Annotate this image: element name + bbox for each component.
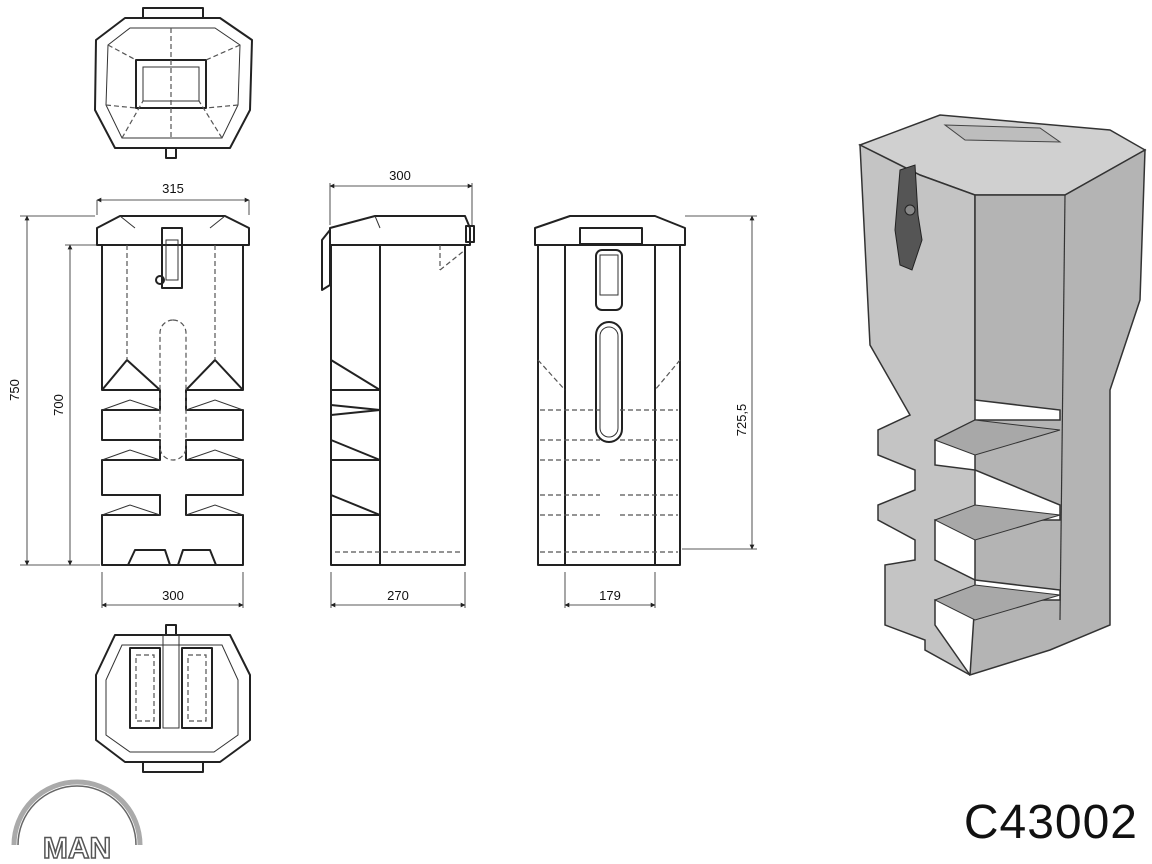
logo-text: MAN [43, 832, 111, 864]
dim-back-height: 725,5 [734, 404, 749, 437]
dim-front-bottom: 300 [162, 588, 184, 603]
dim-body-height: 700 [51, 394, 66, 416]
part-number: C43002 [963, 796, 1138, 849]
dim-front-top: 315 [162, 181, 184, 196]
dim-back-bottom: 179 [599, 588, 621, 603]
dimension-lines [20, 183, 757, 608]
man-logo: MAN [11, 779, 143, 864]
box-3d-render [858, 114, 1147, 677]
dim-side-top: 300 [389, 168, 411, 183]
front-view [96, 215, 250, 566]
dim-total-height: 750 [7, 379, 22, 401]
top-view [94, 7, 253, 159]
back-view [534, 215, 686, 566]
bottom-view [95, 624, 251, 773]
side-view [321, 215, 475, 566]
dimension-labels: 315 300 750 700 300 270 179 725,5 [7, 168, 749, 603]
dim-side-bottom: 270 [387, 588, 409, 603]
